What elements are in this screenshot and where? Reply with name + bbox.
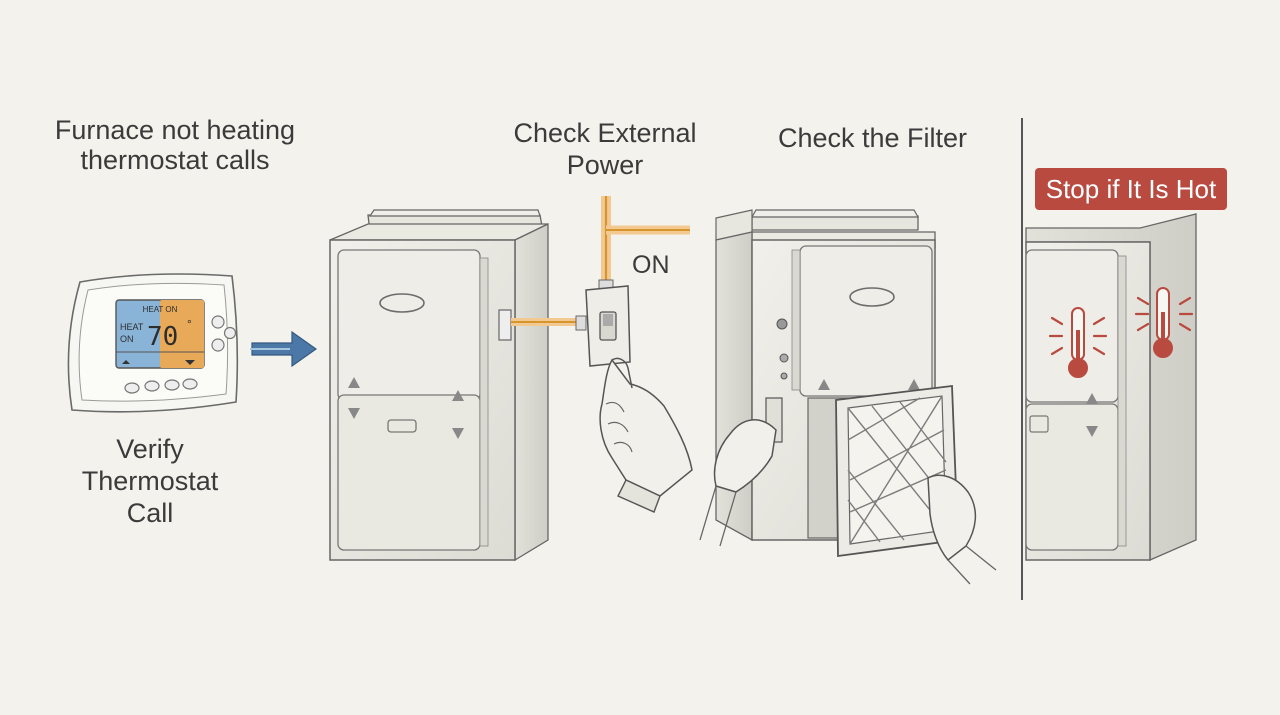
- step-label-line: Verify: [116, 434, 184, 464]
- furnace-logo: [379, 293, 425, 313]
- thermostat-temperature: 70: [147, 322, 178, 352]
- furnace-lower-panel: [337, 394, 481, 551]
- thermostat-button: [211, 315, 225, 329]
- thermostat-button: [223, 326, 237, 340]
- thermostat-unit: °: [187, 317, 192, 331]
- switch-state-label: ON: [632, 251, 670, 279]
- thermostat-button: [164, 379, 180, 391]
- furnace-upper-panel: [799, 245, 933, 397]
- heat-icon: [1134, 296, 1194, 332]
- thermostat-icon: HEAT ON HEAT ON 70 °: [67, 273, 239, 413]
- step-label-line: Check the Filter: [777, 123, 968, 153]
- arrow-right-icon: [250, 330, 318, 368]
- thermostat-button: [211, 338, 225, 352]
- power-switch-icon: [511, 196, 690, 367]
- thermostat-button: [124, 382, 140, 394]
- thermostat-top-text: HEAT ON: [143, 305, 178, 314]
- step-label-line: Thermostat: [81, 466, 219, 496]
- step-label-check-power: Check External Power: [500, 117, 710, 181]
- furnace-upper-panel: [337, 249, 481, 401]
- step-label-line: Call: [126, 498, 174, 528]
- furnace-lower-panel: [1025, 403, 1119, 551]
- thermostat-screen-warm: [160, 300, 204, 368]
- page-title-line: thermostat calls: [80, 145, 270, 175]
- step-label-line: Check External: [513, 118, 697, 148]
- furnace-logo: [849, 287, 895, 307]
- hand-icon: [699, 419, 997, 585]
- furnace-icon: [329, 209, 549, 562]
- heat-icon: [1048, 316, 1108, 356]
- thermostat-mode-text: HEAT: [120, 322, 144, 332]
- step-label-check-filter: Check the Filter: [770, 122, 975, 154]
- hand-icon: [599, 357, 693, 513]
- page-title: Furnace not heating thermostat calls: [30, 115, 320, 175]
- page-title-line: Furnace not heating: [54, 115, 296, 145]
- thermostat-state-text: ON: [120, 334, 134, 344]
- furnace-icon: [1025, 213, 1197, 561]
- thermostat-button: [144, 380, 160, 392]
- furnace-power-port: [498, 309, 512, 341]
- warning-badge: Stop if It Is Hot: [1035, 168, 1227, 210]
- thermometer-icon: [1048, 307, 1108, 378]
- thermostat-button: [182, 378, 198, 390]
- step-label-line: Power: [566, 150, 644, 180]
- thermometer-icon: [1134, 287, 1194, 358]
- step-label-verify-thermostat: Verify Thermostat Call: [60, 433, 240, 529]
